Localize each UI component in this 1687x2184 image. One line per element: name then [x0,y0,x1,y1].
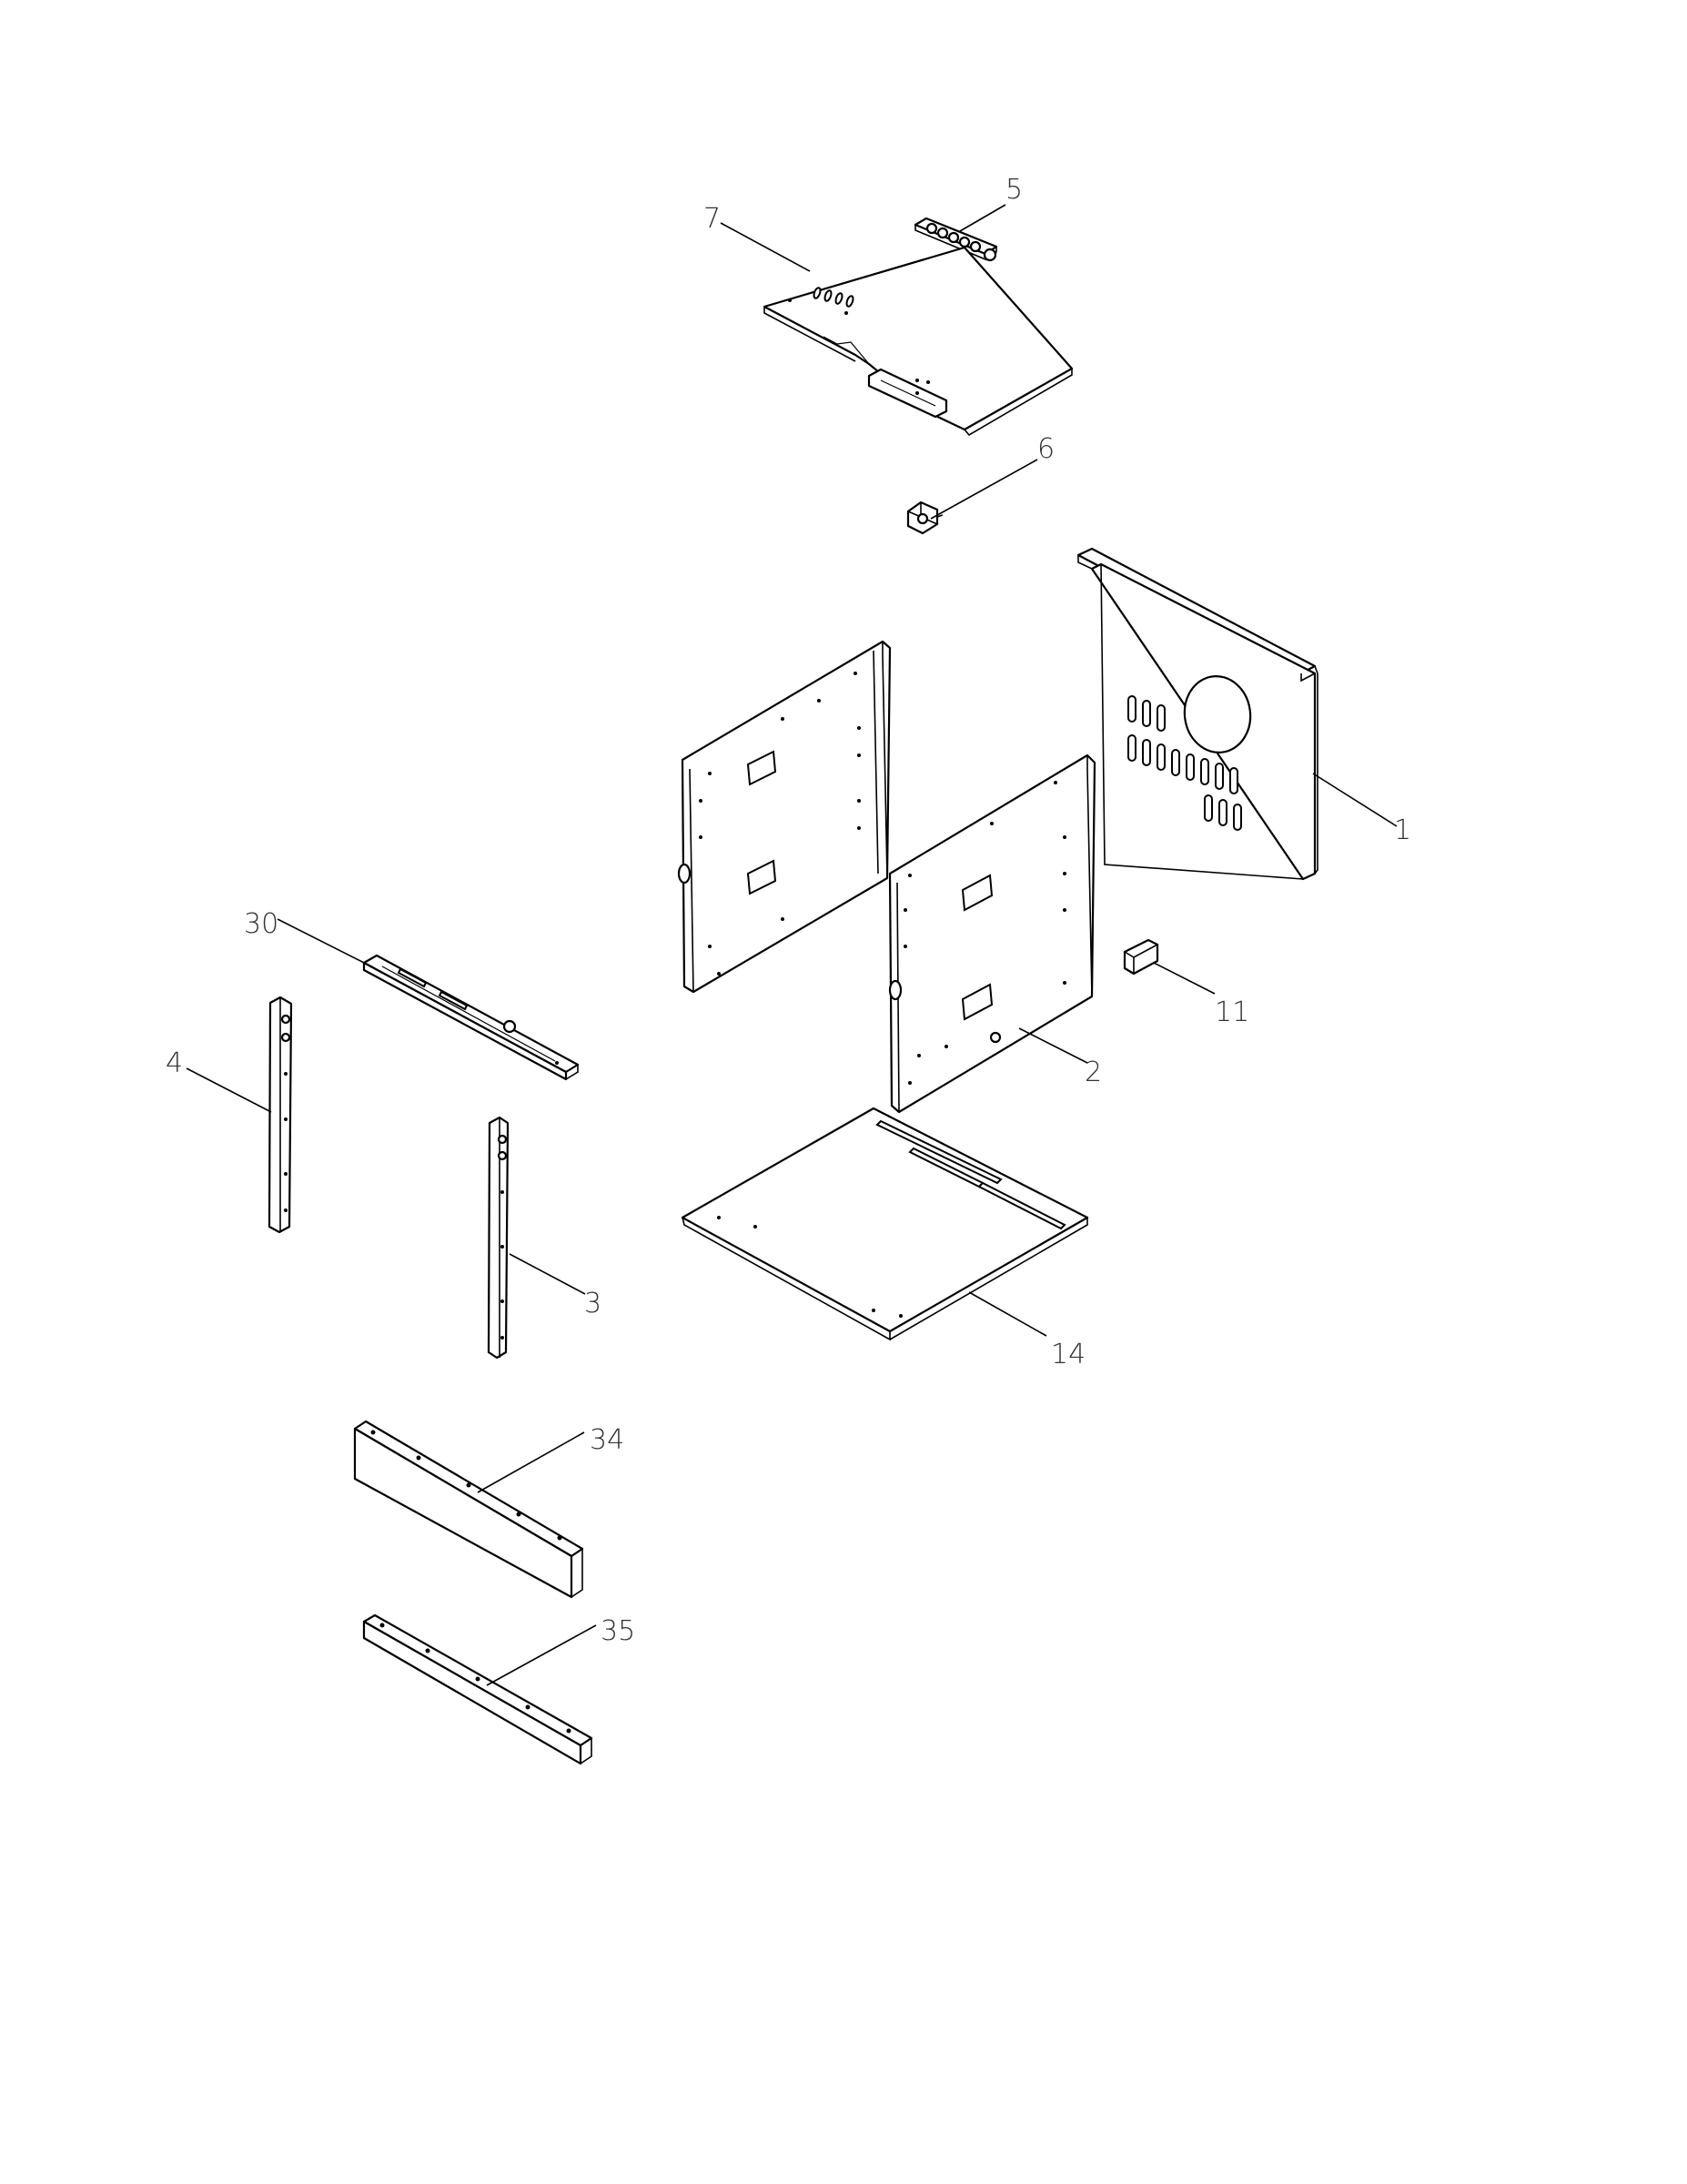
leader-14 [968,1291,1047,1337]
callout-2: 2 [1085,1057,1102,1088]
leader-1 [1312,773,1398,827]
part-11-bracket [1123,938,1159,976]
leader-3 [509,1253,586,1295]
leader-4 [186,1067,272,1113]
left-side-panel [677,640,892,994]
leader-5 [959,204,1006,232]
leader-6 [930,459,1038,520]
leader-7 [720,222,811,272]
part-34-front-trim [353,1420,584,1599]
callout-14: 14 [1051,1339,1086,1370]
part-4-left-post [268,996,293,1234]
callout-4: 4 [166,1047,183,1079]
leader-lines [186,204,1398,1686]
callout-35: 35 [601,1615,635,1647]
leader-11 [1153,962,1216,995]
part-7-top-panel [763,246,1074,437]
callout-34: 34 [590,1424,624,1456]
leader-2 [1018,1027,1088,1064]
callout-30: 30 [244,908,278,940]
callout-6: 6 [1037,433,1055,465]
leader-30 [277,918,374,968]
part-1-back-panel [1076,547,1318,881]
part-2-right-side-panel [888,753,1096,1114]
part-35-kick-plate [362,1613,593,1765]
part-30-cross-rail [362,954,580,1081]
part-5-terminal-block [914,217,998,262]
part-6-switch [906,500,944,535]
callout-labels: 1 2 3 4 5 6 7 11 14 30 34 35 [166,174,1411,1647]
part-3-right-post [487,1116,510,1360]
callout-11: 11 [1215,996,1249,1028]
part-14-bottom-panel [681,1107,1089,1341]
leader-35 [486,1624,597,1686]
leader-34 [477,1431,585,1493]
callout-5: 5 [1005,174,1023,206]
callout-7: 7 [703,203,721,235]
callout-3: 3 [584,1288,601,1320]
callout-1: 1 [1394,814,1411,846]
